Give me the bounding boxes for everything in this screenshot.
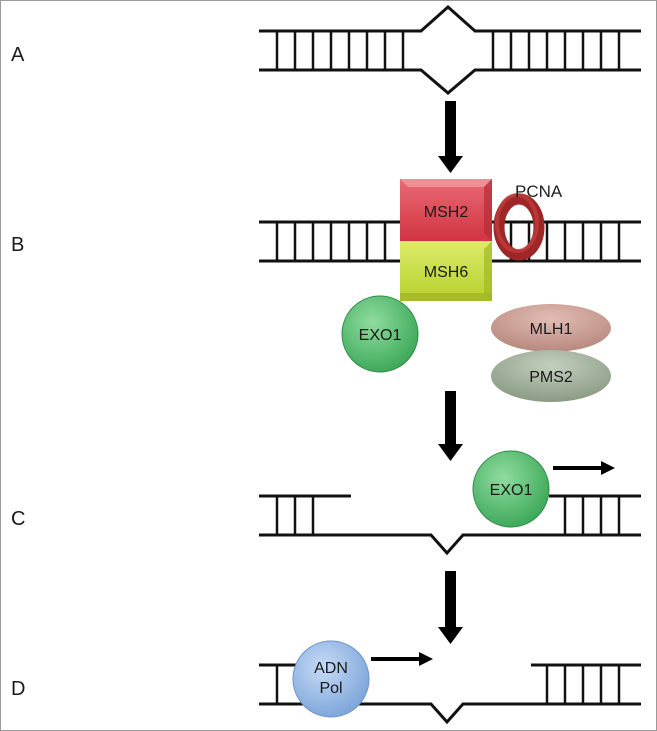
step-label-a: A <box>11 44 25 66</box>
msh2-protein: MSH2 <box>400 179 492 241</box>
dna-duplex-c <box>259 494 641 556</box>
adn-pol-label-line1: ADN <box>314 660 348 677</box>
mlh1-protein: MLH1 <box>491 304 611 352</box>
pcna-label: PCNA <box>515 182 563 201</box>
msh2-label: MSH2 <box>424 204 469 221</box>
step-label-d: D <box>11 678 25 700</box>
down-arrow-icon <box>438 101 463 173</box>
down-arrow-icon <box>438 391 463 461</box>
right-arrow-icon <box>553 461 615 475</box>
dna-duplex-d <box>259 663 641 725</box>
exo1-label-b: EXO1 <box>359 327 402 344</box>
mlh1-label: MLH1 <box>530 321 573 338</box>
pms2-protein: PMS2 <box>491 350 611 402</box>
adn-pol-protein: ADN Pol <box>292 640 370 718</box>
pms2-label: PMS2 <box>529 369 573 386</box>
right-arrow-icon <box>371 652 433 666</box>
exo1-label-c: EXO1 <box>490 482 533 499</box>
step-label-b: B <box>11 234 24 256</box>
pcna-ring <box>493 193 545 261</box>
exo1-protein-c: EXO1 <box>472 450 550 528</box>
exo1-protein-b: EXO1 <box>341 295 419 373</box>
step-label-c: C <box>11 508 25 530</box>
msh6-label: MSH6 <box>424 264 469 281</box>
dna-duplex-a <box>259 4 641 95</box>
down-arrow-icon <box>438 571 463 644</box>
adn-pol-label-line2: Pol <box>319 680 342 697</box>
msh6-protein: MSH6 <box>400 241 492 301</box>
